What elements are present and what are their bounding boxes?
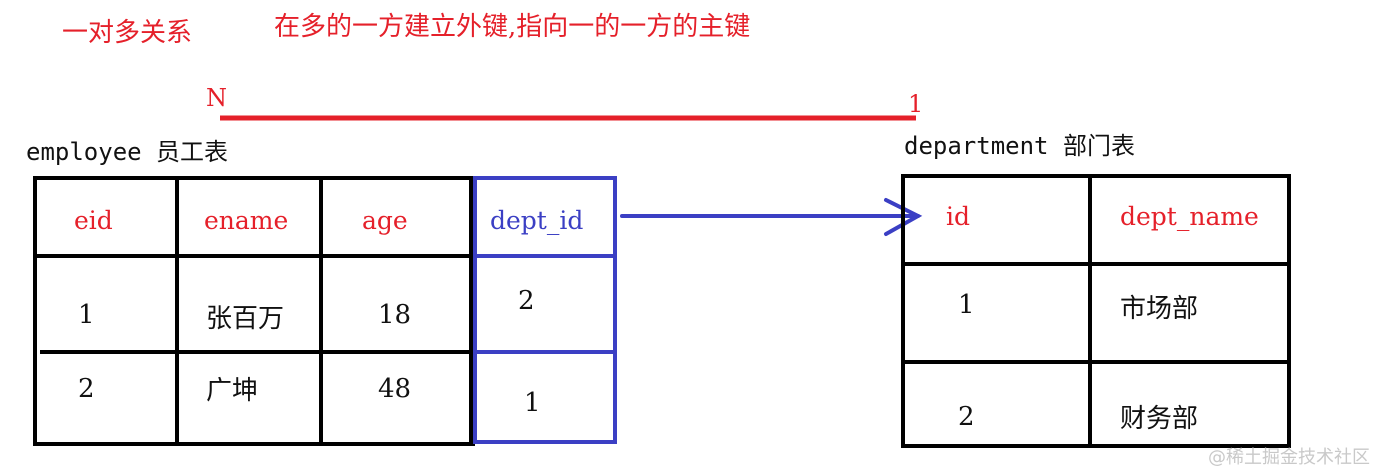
employee-row-2-age: 48 xyxy=(378,374,412,404)
department-header-id: id xyxy=(946,202,970,231)
foreign-key-rule: 在多的一方建立外键,指向一的一方的主键 xyxy=(274,12,751,42)
employee-table-grid xyxy=(33,176,475,446)
department-table-grid xyxy=(901,174,1291,448)
one-label: 1 xyxy=(908,90,924,118)
employee-header-eid: eid xyxy=(74,206,113,235)
many-label: N xyxy=(206,84,227,112)
department-row-1-id: 1 xyxy=(958,290,975,320)
employee-row-2-eid: 2 xyxy=(78,374,95,404)
employee-table-caption: employee 员工表 xyxy=(26,138,229,166)
employee-row-2-ename: 广坤 xyxy=(206,376,259,406)
relation-type-title: 一对多关系 xyxy=(62,18,193,48)
department-table-caption: department 部门表 xyxy=(904,132,1135,160)
department-header-dept-name: dept_name xyxy=(1120,202,1259,231)
employee-header-dept-id: dept_id xyxy=(490,206,584,235)
foreign-key-column xyxy=(473,176,617,444)
employee-row-1-dept-id: 2 xyxy=(518,286,535,316)
employee-header-ename: ename xyxy=(204,206,289,235)
watermark: @稀土掘金技术社区 xyxy=(1208,447,1370,468)
employee-header-age: age xyxy=(362,206,408,235)
employee-row-1-age: 18 xyxy=(378,300,412,330)
employee-row-2-dept-id: 1 xyxy=(524,388,541,418)
employee-row-1-ename: 张百万 xyxy=(206,304,285,334)
department-row-2-id: 2 xyxy=(958,402,975,432)
foreign-key-arrow xyxy=(620,198,923,236)
department-row-1-dept-name: 市场部 xyxy=(1120,294,1199,324)
department-row-2-dept-name: 财务部 xyxy=(1120,404,1199,434)
employee-row-1-eid: 1 xyxy=(78,300,95,330)
